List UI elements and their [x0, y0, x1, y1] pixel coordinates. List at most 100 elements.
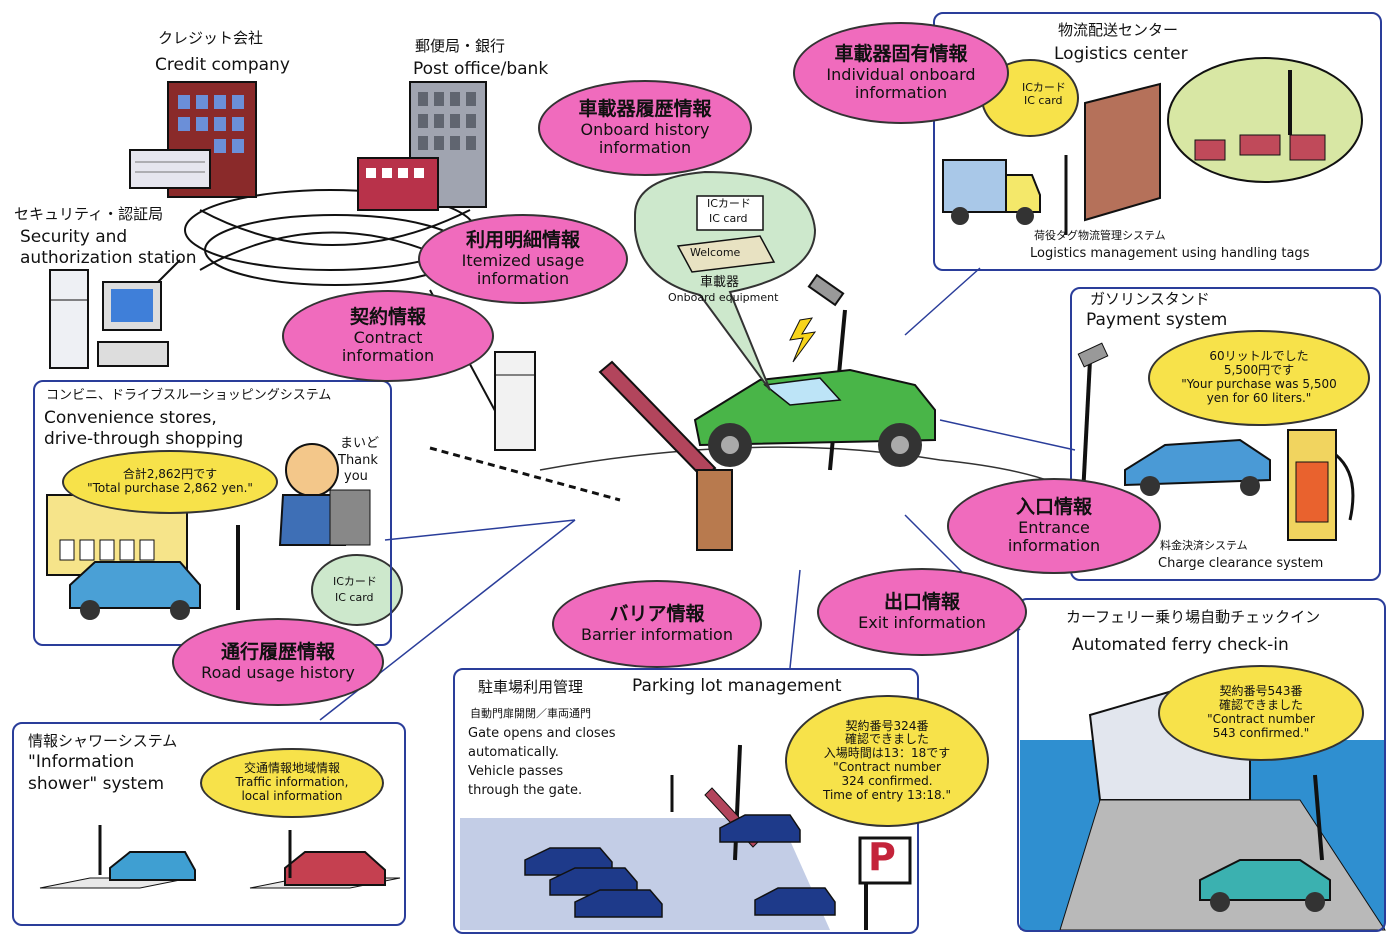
ferry-label-en: Automated ferry check-in — [1072, 635, 1289, 655]
conv-ic-bubble — [311, 554, 403, 626]
parking-label-jp: 駐車場利用管理 — [478, 678, 584, 696]
convenience-speech-jp: 合計2,862円です — [122, 467, 218, 482]
onboard-equipment-bubble — [634, 170, 817, 391]
parking-speech-en1: "Contract number — [833, 760, 941, 774]
individual-onboard-en2: information — [854, 82, 948, 102]
ferry-speech-jp2: 確認できました — [1218, 698, 1303, 713]
onboard-history-en2: information — [598, 137, 692, 157]
tags-label-en: Logistics management using handling tags — [1030, 246, 1310, 261]
shower-panel — [12, 722, 406, 926]
shower-label-jp: 情報シャワーシステム — [28, 732, 178, 750]
ferry-illustration — [1020, 678, 1386, 931]
itemized-usage-jp: 利用明細情報 — [465, 229, 580, 252]
parking-label-en: Parking lot management — [632, 676, 842, 696]
gas-speech-en1: "Your purchase was 5,500 — [1181, 377, 1337, 391]
post-office-building-icon — [357, 81, 487, 211]
gas-panel — [1070, 287, 1381, 581]
traffic-speech-jp: 交通情報地域情報 — [243, 761, 340, 776]
center-iccard-jp: ICカード — [707, 197, 751, 210]
parking-speech-jp1: 契約番号324番 — [845, 718, 929, 733]
center-car-icon — [693, 368, 936, 467]
conv-label-en2: drive-through shopping — [44, 429, 244, 449]
thanks-jp: まいど — [340, 436, 380, 451]
gas-label-jp: ガソリンスタンド — [1090, 290, 1210, 308]
convenience-store-illustration — [46, 443, 371, 620]
credit-label-en: Credit company — [155, 55, 290, 75]
gas-speech-jp2: 5,500円です — [1223, 363, 1295, 378]
ferry-speech-en2: 543 confirmed." — [1212, 725, 1310, 740]
contract-info-bubble: 契約情報 Contract information — [282, 290, 494, 382]
logistics-label-jp: 物流配送センター — [1058, 21, 1179, 39]
logistics-panel — [933, 12, 1382, 271]
conv-label-jp: コンビニ、ドライブスルーショッピングシステム — [46, 388, 332, 403]
logistics-label-en: Logistics center — [1054, 44, 1188, 64]
road-usage-bubble: 通行履歴情報 Road usage history — [172, 618, 384, 706]
exit-info-jp: 出口情報 — [883, 591, 960, 614]
itemized-usage-bubble: 利用明細情報 Itemized usage information — [418, 214, 628, 304]
parking-lot-illustration — [460, 744, 912, 930]
security-label-jp: セキュリティ・認証局 — [14, 205, 164, 223]
onboard-history-jp: 車載器履歴情報 — [578, 98, 712, 121]
gas-station-illustration — [1077, 342, 1355, 541]
exit-info-en: Exit information — [858, 613, 986, 633]
itemized-usage-en2: information — [476, 268, 570, 288]
shower-label-en2: shower" system — [28, 774, 165, 794]
thanks-en1: Thank — [338, 453, 378, 468]
security-label-en2: authorization station — [20, 248, 197, 268]
logistics-illustration — [942, 57, 1363, 235]
parking-speech: 契約番号324番 確認できました 入場時間は13：18です "Contract … — [785, 695, 989, 827]
post-label-jp: 郵便局・銀行 — [415, 37, 506, 55]
welcome-label: Welcome — [690, 246, 741, 259]
parking-speech-jp3: 入場時間は13：18です — [823, 746, 951, 761]
conv-iccard-jp: ICカード — [333, 575, 377, 588]
contract-info-en1: Contract — [353, 328, 423, 348]
conv-iccard-en: IC card — [335, 591, 374, 604]
post-label-en: Post office/bank — [413, 59, 549, 79]
individual-onboard-bubble: 車載器固有情報 Individual onboard information — [793, 22, 1009, 124]
gate-label-en1: Gate opens and closes — [468, 726, 616, 741]
gas-speech: 60リットルでした 5,500円です "Your purchase was 5,… — [1148, 330, 1370, 426]
barrier-info-en: Barrier information — [581, 625, 733, 645]
gate-label-en4: through the gate. — [468, 783, 583, 798]
tags-label-jp: 荷役タグ物流管理システム — [1034, 229, 1166, 242]
ferry-label-jp: カーフェリー乗り場自動チェックイン — [1066, 608, 1321, 626]
contract-info-en2: information — [341, 345, 435, 365]
gate-label-en3: Vehicle passes — [468, 764, 564, 779]
entrance-info-en2: information — [1007, 535, 1101, 555]
entrance-info-jp: 入口情報 — [1015, 496, 1092, 519]
traffic-speech: 交通情報地域情報 Traffic information, local info… — [200, 748, 384, 818]
entrance-info-bubble: 入口情報 Entrance information — [947, 478, 1161, 574]
entrance-info-en1: Entrance — [1018, 518, 1090, 538]
server-icon — [494, 351, 536, 451]
convenience-speech-en: "Total purchase 2,862 yen." — [87, 481, 253, 495]
convenience-speech: 合計2,862円です "Total purchase 2,862 yen." — [62, 450, 278, 514]
information-shower-illustration — [39, 825, 401, 889]
gate-label-jp: 自動門扉開閉／車両通門 — [470, 707, 591, 720]
credit-label-jp: クレジット会社 — [158, 29, 264, 47]
individual-onboard-jp: 車載器固有情報 — [834, 43, 968, 66]
itemized-usage-en1: Itemized usage — [461, 251, 585, 271]
charge-label-jp: 料金決済システム — [1160, 539, 1248, 552]
parking-speech-jp2: 確認できました — [844, 732, 929, 747]
road-usage-jp: 通行履歴情報 — [220, 641, 335, 664]
ferry-speech: 契約番号543番 確認できました "Contract number 543 co… — [1158, 665, 1364, 761]
parking-speech-en2: 324 confirmed. — [841, 773, 933, 788]
ferry-panel — [1017, 598, 1386, 932]
parking-speech-en3: Time of entry 13:18." — [822, 787, 952, 802]
road-usage-en: Road usage history — [201, 663, 355, 683]
gate-label-en2: automatically. — [468, 745, 559, 760]
ferry-speech-jp1: 契約番号543番 — [1219, 684, 1303, 699]
gas-label-en: Payment system — [1086, 310, 1228, 330]
gas-speech-jp1: 60リットルでした — [1209, 349, 1309, 364]
traffic-speech-en1: Traffic information, — [235, 775, 349, 790]
thanks-en2: you — [344, 469, 368, 484]
onboard-history-en1: Onboard history — [580, 120, 710, 140]
onboard-history-bubble: 車載器履歴情報 Onboard history information — [538, 80, 752, 176]
security-label-en1: Security and — [20, 227, 128, 247]
onboard-label-en: Onboard equipment — [668, 291, 779, 304]
ferry-speech-en1: "Contract number — [1207, 712, 1315, 726]
center-iccard-en: IC card — [709, 212, 748, 225]
gas-speech-en2: yen for 60 liters." — [1206, 390, 1312, 405]
credit-building-icon — [129, 81, 257, 198]
